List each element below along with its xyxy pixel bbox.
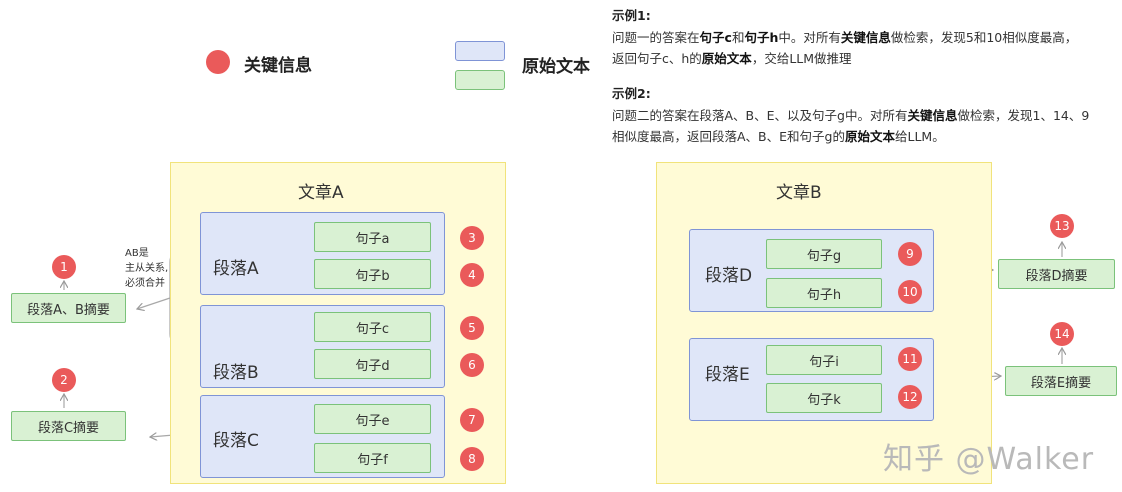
sentence-h: 句子h [766, 278, 882, 308]
sentence-legend-swatch [455, 70, 505, 90]
example-1-line-2: 返回句子c、h的原始文本，交给LLM做推理 [612, 51, 852, 66]
paragraph-b-label: 段落B [213, 363, 259, 383]
summary-e: 段落E摘要 [1005, 366, 1117, 396]
key-info-3: 3 [460, 226, 484, 250]
key-info-5: 5 [460, 316, 484, 340]
key-info-6: 6 [460, 353, 484, 377]
key-info-legend-icon [206, 50, 230, 74]
article-a-title: 文章A [298, 183, 344, 203]
watermark: 知乎 @Walker [883, 442, 1095, 477]
paragraph-d-label: 段落D [705, 266, 753, 286]
ab-merge-note: AB是 主从关系, 必须合并 [125, 248, 169, 289]
sentence-d: 句子d [314, 349, 431, 379]
key-info-9: 9 [898, 242, 922, 266]
key-info-7: 7 [460, 408, 484, 432]
key-info-12: 12 [898, 385, 922, 409]
key-info-14: 14 [1050, 322, 1074, 346]
example-1-title: 示例1: [612, 8, 651, 23]
example-2-line-2: 相似度最高，返回段落A、B、E和句子g的原始文本给LLM。 [612, 129, 945, 144]
summary-c: 段落C摘要 [11, 411, 126, 441]
paragraph-legend-swatch [455, 41, 505, 61]
article-b-title: 文章B [776, 183, 822, 203]
key-info-10: 10 [898, 280, 922, 304]
key-info-4: 4 [460, 263, 484, 287]
examples-panel: 示例1: 问题一的答案在句子c和句子h中。对所有关键信息做检索，发现5和10相似… [612, 5, 1117, 147]
example-2-title: 示例2: [612, 86, 651, 101]
arrow-ab-summary [137, 297, 171, 309]
original-text-legend-label: 原始文本 [522, 57, 590, 77]
sentence-b: 句子b [314, 259, 431, 289]
example-2-line-1: 问题二的答案在段落A、B、E、以及句子g中。对所有关键信息做检索，发现1、14、… [612, 108, 1090, 123]
sentence-c: 句子c [314, 312, 431, 342]
sentence-e: 句子e [314, 404, 431, 434]
example-1-line-1: 问题一的答案在句子c和句子h中。对所有关键信息做检索，发现5和10相似度最高， [612, 30, 1078, 45]
sentence-g: 句子g [766, 239, 882, 269]
paragraph-a-label: 段落A [213, 259, 259, 279]
article-b-box [656, 162, 992, 484]
sentence-f: 句子f [314, 443, 431, 473]
sentence-a: 句子a [314, 222, 431, 252]
paragraph-c-label: 段落C [213, 431, 259, 451]
key-info-8: 8 [460, 447, 484, 471]
key-info-1: 1 [52, 255, 76, 279]
paragraph-e-label: 段落E [705, 365, 750, 385]
key-info-13: 13 [1050, 214, 1074, 238]
sentence-k: 句子k [766, 383, 882, 413]
summary-d: 段落D摘要 [998, 259, 1115, 289]
key-info-legend-label: 关键信息 [244, 56, 312, 76]
key-info-11: 11 [898, 347, 922, 371]
key-info-2: 2 [52, 368, 76, 392]
sentence-i: 句子i [766, 345, 882, 375]
summary-ab: 段落A、B摘要 [11, 293, 126, 323]
